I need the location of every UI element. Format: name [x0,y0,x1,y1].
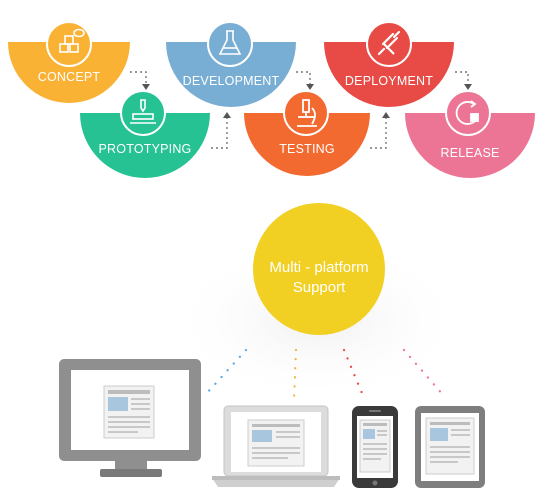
prototyping-bowl [80,113,210,178]
blocks-idea-icon [59,28,85,53]
tablet-icon [415,406,485,488]
stage-label-release: RELEASE [440,146,500,160]
connector-testing-deployment [370,118,387,149]
stage-label-development: DEVELOPMENT [182,74,280,88]
webpage-thumbnail [247,419,305,467]
dots-to-smartphone [342,348,366,400]
connector-development-testing [296,71,311,84]
webpage-thumbnail [425,417,475,475]
concept-bowl [8,42,130,103]
stage-label-prototyping: PROTOTYPING [98,142,192,156]
flask-icon [218,30,242,55]
deployment-bowl [324,42,454,107]
stage-label-concept: CONCEPT [37,70,101,84]
laptop-icon [212,405,340,487]
release-badge [445,90,491,136]
stage-connectors [130,71,469,149]
prototyping-badge [120,90,166,136]
connector-deployment-release [455,71,469,84]
arrowhead [306,84,314,90]
stage-label-testing: TESTING [279,142,335,156]
arrowhead [382,112,390,118]
stage-concept [8,21,130,103]
stage-prototyping [80,90,210,178]
connector-concept-prototyping [130,71,147,84]
testing-bowl [244,113,370,176]
dots-to-desktop [205,348,248,395]
support-label-line1: Multi - platform [269,259,369,276]
arrowhead [464,84,472,90]
deployment-badge [366,21,412,67]
connector-prototyping-development [211,118,228,149]
microscope-icon [297,99,317,127]
support-circle [253,203,385,335]
stage-testing [244,90,370,176]
dots-to-tablet [402,348,446,398]
webpage-thumbnail [103,385,155,439]
webpage-thumbnail [359,419,391,473]
connector-plug-icon [377,30,401,56]
stage-label-deployment: DEPLOYMENT [344,74,434,88]
smartphone-icon [352,406,398,488]
support-label-line2: Support [292,279,346,296]
stage-development [166,21,296,107]
stage-deployment [324,21,454,107]
support-label: Multi - platform Support [254,258,384,298]
dots-to-laptop [292,348,298,402]
arrowhead [142,84,150,90]
arrowhead [223,112,231,118]
device-connectors [205,348,446,402]
development-bowl [166,42,296,107]
connector-arrowheads [142,84,472,118]
release-bowl [405,113,535,178]
prototype-printer-icon [130,99,156,124]
desktop-monitor-icon [59,359,201,477]
release-cycle-icon [455,100,479,125]
stage-release [405,90,535,178]
development-badge [207,21,253,67]
